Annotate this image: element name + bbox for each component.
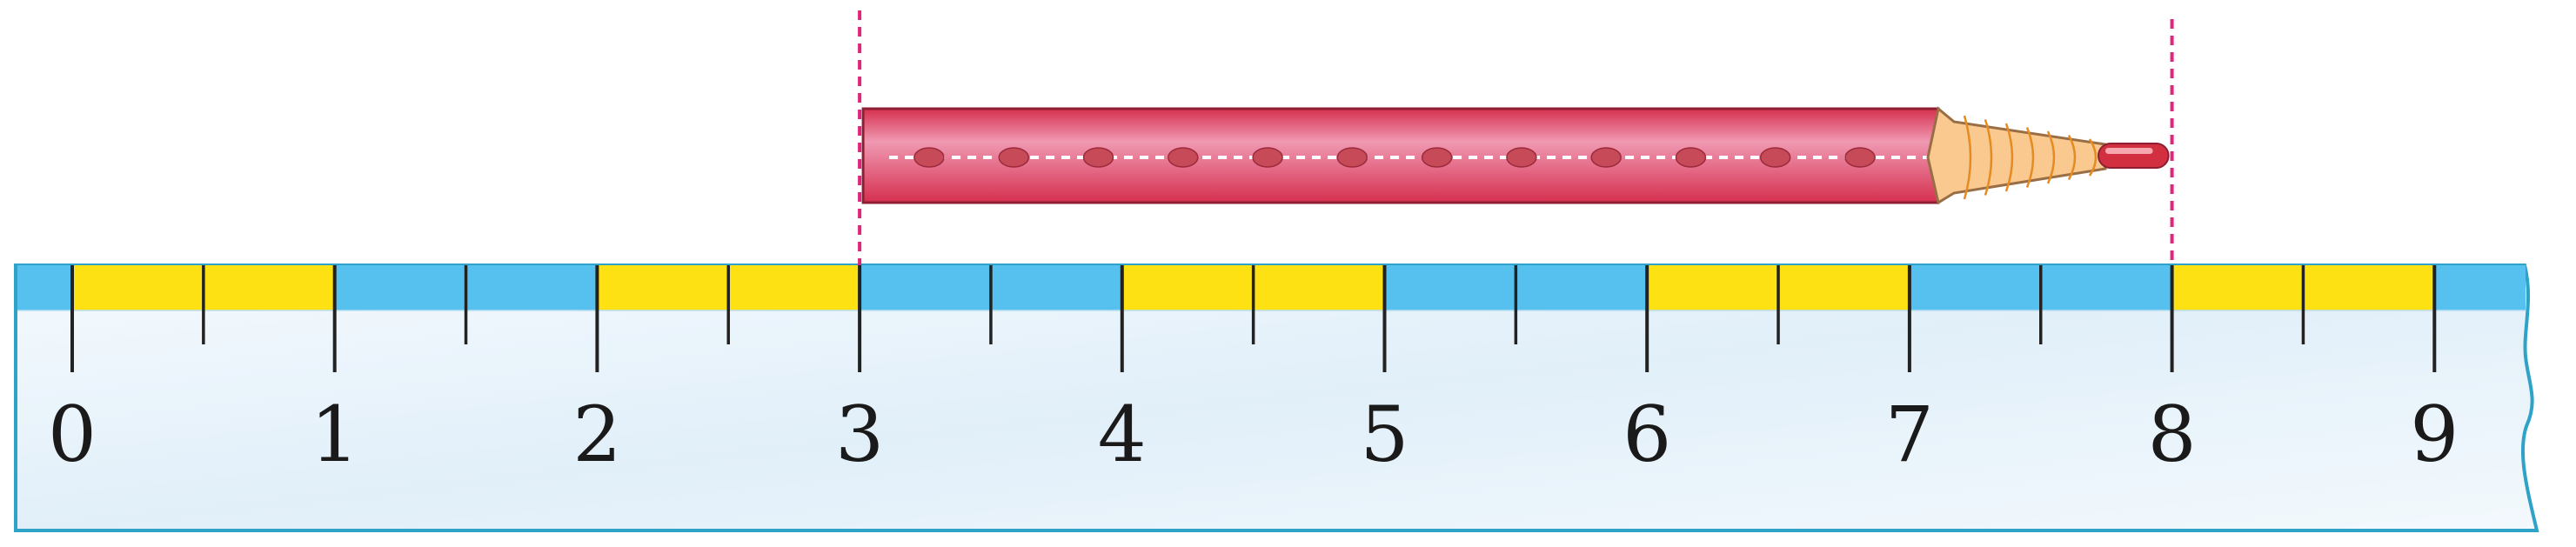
pencil-dot: [998, 147, 1030, 168]
wood-grain-line: [2025, 127, 2035, 188]
pencil-dot: [1168, 147, 1199, 168]
pencil-dot: [1421, 147, 1453, 168]
ruler-band-segment: [334, 265, 466, 310]
pencil-dots: [913, 147, 1876, 168]
pencil-lead-highlight: [2105, 148, 2153, 154]
ruler-band-segment: [990, 265, 1122, 310]
pencil: [861, 106, 2170, 205]
ruler-number-1: 1: [311, 390, 359, 479]
ruler-number-3: 3: [835, 390, 884, 479]
ruler-number-7: 7: [1885, 390, 1934, 479]
ruler-color-band: [17, 265, 2526, 311]
pencil-lead: [2098, 143, 2170, 169]
wood-grain-line: [2088, 138, 2098, 177]
ruler-number-0: 0: [48, 390, 97, 479]
ruler-ticks: [70, 265, 2437, 372]
pencil-wood-tip: [1926, 106, 2107, 205]
ruler-band-segment: [203, 265, 335, 310]
pencil-dot: [1252, 147, 1283, 168]
pencil-wood-grain: [1963, 115, 2098, 200]
wood-grain-line: [2067, 134, 2077, 181]
ruler-body: [14, 263, 2539, 532]
wood-grain-line: [1963, 115, 1972, 200]
pencil-dot: [1675, 147, 1707, 168]
ruler-number-4: 4: [1098, 390, 1147, 479]
pencil-dot: [1082, 147, 1114, 168]
ruler-band-tail: [2434, 265, 2526, 310]
pencil-dot: [1336, 147, 1368, 168]
wood-grain-line: [2004, 123, 2014, 192]
ruler-band-segment: [597, 265, 729, 310]
ruler-band-segment: [2171, 265, 2304, 310]
ruler-band-segment: [2040, 265, 2172, 310]
ruler-number-8: 8: [2148, 390, 2197, 479]
ruler-number-labels: 0 1 2 3 4 5 6 7 8 9: [48, 390, 2459, 479]
ruler-number-5: 5: [1361, 390, 1409, 479]
ruler-band-segment: [1515, 265, 1648, 310]
ruler-number-2: 2: [572, 390, 621, 479]
ruler-number-9: 9: [2410, 390, 2459, 479]
ruler-band-segment: [1384, 265, 1516, 310]
ruler-band-segment: [1778, 265, 1910, 310]
ruler-band-segment: [1647, 265, 1779, 310]
ruler-band-segment: [72, 265, 204, 310]
ruler-band-segment: [728, 265, 860, 310]
wood-grain-line: [1984, 119, 1993, 196]
pencil-dot: [1506, 147, 1537, 168]
ruler-band-segment: [1253, 265, 1385, 310]
ruler-band-segment: [860, 265, 991, 310]
ruler-band-segment: [1121, 265, 1254, 310]
pencil-dot: [913, 147, 945, 168]
wood-grain-line: [2046, 130, 2056, 184]
pencil-dot: [1844, 147, 1876, 168]
ruler-band-segment: [1909, 265, 2041, 310]
ruler-band-lead: [17, 265, 72, 310]
ruler-band-segment: [465, 265, 598, 310]
ruler-number-6: 6: [1623, 390, 1671, 479]
ruler-band-segment: [2303, 265, 2435, 310]
pencil-dot: [1759, 147, 1791, 168]
pencil-dot: [1590, 147, 1622, 168]
